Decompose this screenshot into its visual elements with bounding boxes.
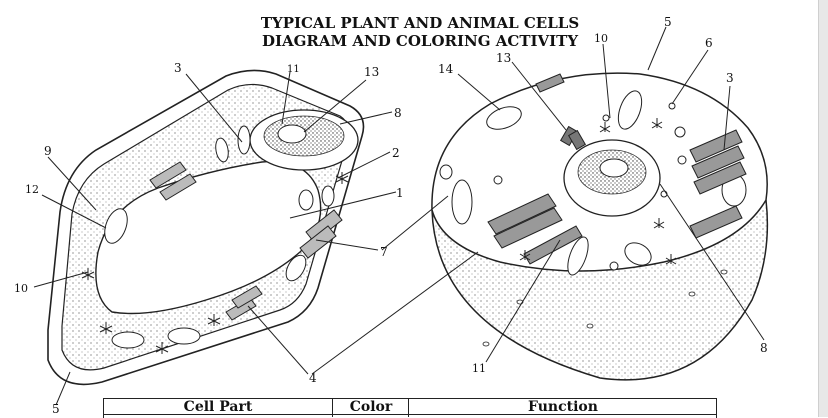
plant-label-5: 5 bbox=[52, 402, 60, 416]
animal-centriole bbox=[559, 125, 587, 151]
plant-organelles bbox=[104, 125, 335, 349]
animal-label-6: 6 bbox=[705, 36, 713, 50]
table-header-color: Color bbox=[332, 399, 409, 417]
animal-cell: 14 13 10 5 6 3 8 11 bbox=[311, 15, 769, 381]
plant-er bbox=[149, 161, 343, 321]
animal-surface-pits bbox=[482, 269, 728, 347]
animal-leader-lines bbox=[311, 26, 765, 375]
plant-label-3: 3 bbox=[174, 61, 182, 75]
table-header-cell-part: Cell Part bbox=[183, 399, 253, 415]
animal-label-3: 3 bbox=[726, 71, 734, 85]
table-header-rule bbox=[104, 414, 716, 415]
animal-label-8: 8 bbox=[760, 341, 768, 355]
plant-label-13: 13 bbox=[364, 65, 379, 79]
animal-ribosomes bbox=[519, 118, 677, 265]
vertical-scrollbar[interactable] bbox=[818, 0, 828, 417]
title-line-1: TYPICAL PLANT AND ANIMAL CELLS bbox=[260, 14, 580, 32]
animal-er bbox=[487, 73, 747, 265]
cell-part-table: Cell Part Color Function bbox=[103, 398, 717, 418]
table-header-function: Function bbox=[408, 399, 717, 417]
worksheet-title: TYPICAL PLANT AND ANIMAL CELLS DIAGRAM A… bbox=[210, 14, 630, 50]
plant-label-1: 1 bbox=[396, 186, 404, 200]
plant-label-2: 2 bbox=[392, 146, 400, 160]
plant-ribosomes bbox=[81, 172, 349, 354]
animal-mitochondria bbox=[439, 90, 747, 276]
animal-label-11: 11 bbox=[472, 362, 486, 375]
animal-label-13: 13 bbox=[496, 51, 511, 65]
plant-cell: 3 11 13 8 9 12 2 1 7 10 4 5 bbox=[14, 61, 404, 416]
animal-vesicles bbox=[493, 102, 687, 271]
animal-label-5: 5 bbox=[664, 15, 672, 29]
plant-label-9: 9 bbox=[44, 144, 52, 158]
plant-label-8: 8 bbox=[394, 106, 402, 120]
animal-label-14: 14 bbox=[438, 62, 454, 76]
plant-label-7: 7 bbox=[380, 245, 388, 259]
plant-label-11: 11 bbox=[287, 64, 300, 75]
plant-nucleus bbox=[249, 109, 359, 171]
animal-nucleus bbox=[563, 139, 661, 217]
plant-label-4: 4 bbox=[309, 371, 317, 385]
plant-label-10: 10 bbox=[14, 282, 28, 295]
plant-label-12: 12 bbox=[25, 183, 39, 196]
animal-label-10: 10 bbox=[594, 32, 608, 45]
plant-leader-lines bbox=[33, 71, 397, 406]
title-line-2: DIAGRAM AND COLORING ACTIVITY bbox=[261, 32, 579, 50]
